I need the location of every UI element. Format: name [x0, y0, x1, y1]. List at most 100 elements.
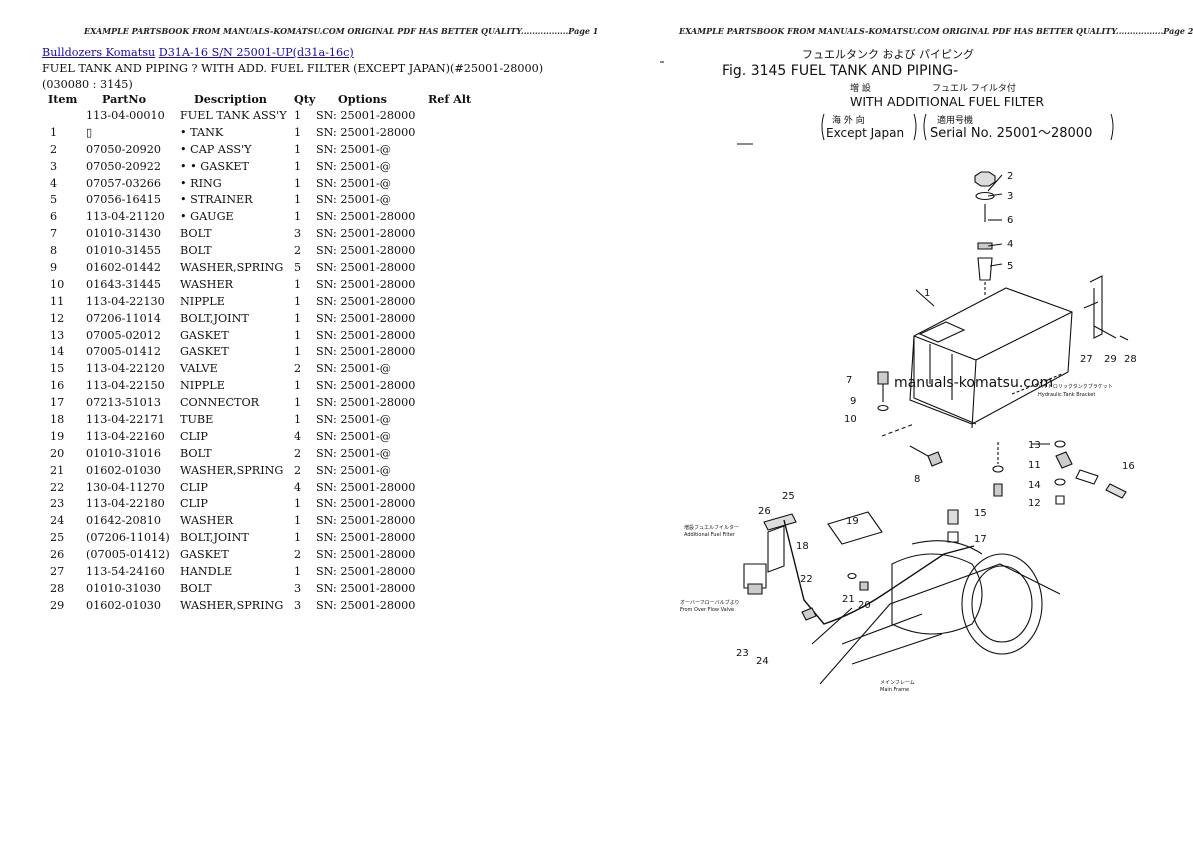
cell-options: SN: 25001-28000	[316, 531, 416, 545]
callout-6: 6	[1007, 215, 1013, 226]
cell-options: SN: 25001-28000	[316, 108, 416, 122]
cell-partno: 113-04-00010	[86, 108, 165, 122]
callout-14: 14	[1028, 480, 1041, 491]
diagram-fig-title: Fig. 3145 FUEL TANK AND PIPING-	[722, 63, 958, 79]
breadcrumb-link-category[interactable]: Bulldozers Komatsu	[42, 46, 156, 59]
label-overflow: From Over Flow Valve	[680, 607, 734, 613]
cell-description: CONNECTOR	[180, 396, 260, 410]
cell-description: NIPPLE	[180, 294, 225, 308]
breadcrumb-link-model[interactable]: D31A-16 S/N 25001-UP(d31a-16c)	[158, 46, 354, 59]
cell-description: HANDLE	[180, 564, 233, 578]
diagram-except: Except Japan	[826, 126, 904, 140]
callout-25: 25	[782, 491, 795, 502]
cell-partno: 01602-01030	[86, 598, 161, 612]
cell-qty: 1	[294, 159, 302, 173]
cell-options: SN: 25001-28000	[316, 125, 416, 139]
callout-2: 2	[1007, 171, 1013, 182]
callout-1: 1	[924, 288, 930, 299]
header-item: Item	[48, 91, 78, 106]
callout-19: 19	[846, 516, 859, 527]
cell-description: • TANK	[180, 125, 224, 139]
cell-partno: 113-04-22120	[86, 362, 165, 376]
callout-20: 20	[858, 600, 871, 611]
cell-item: 9	[50, 260, 58, 274]
page-title: FUEL TANK AND PIPING ? WITH ADD. FUEL FI…	[42, 62, 544, 91]
cell-item: 19	[50, 429, 65, 443]
cell-qty: 1	[294, 396, 302, 410]
cell-partno: 07056-16415	[86, 193, 161, 207]
cell-description: WASHER,SPRING	[180, 463, 284, 477]
cell-options: SN: 25001-@	[316, 362, 391, 376]
cell-item: 16	[50, 379, 65, 393]
callout-4: 4	[1007, 239, 1013, 250]
cell-qty: 1	[294, 412, 302, 426]
callout-28: 28	[1124, 354, 1137, 365]
cell-description: BOLT,JOINT	[180, 531, 249, 545]
cell-description: CLIP	[180, 480, 208, 494]
cell-partno: 113-04-22171	[86, 412, 165, 426]
cell-description: GASKET	[180, 328, 229, 342]
diagram-jp-sub2: フュエル フイルタ付	[932, 83, 1016, 94]
cell-partno: 07005-02012	[86, 328, 161, 342]
diagram-jp-title: フュエルタンク および パイピング	[802, 47, 974, 61]
cell-partno: 07206-11014	[86, 311, 161, 325]
page-1: EXAMPLE PARTSBOOK FROM MANUALS-KOMATSU.C…	[0, 0, 598, 842]
table-header-row: Item PartNo Description Qty Options Ref …	[42, 90, 488, 107]
cell-item: 28	[50, 581, 65, 595]
cell-qty: 2	[294, 463, 302, 477]
watermark: manuals-komatsu.com	[894, 375, 1053, 391]
diagram-jp-sub1: 増 設	[850, 82, 871, 94]
cell-partno: 01010-31016	[86, 446, 161, 460]
cell-qty: 3	[294, 598, 302, 612]
callout-9: 9	[850, 396, 856, 407]
cell-description: • STRAINER	[180, 193, 253, 207]
cell-options: SN: 25001-@	[316, 176, 391, 190]
label-hydraulic-jp: ハイドロリックタンクブラケット	[1038, 383, 1113, 390]
cell-qty: 1	[294, 379, 302, 393]
cell-options: SN: 25001-28000	[316, 480, 416, 494]
callout-8: 8	[914, 474, 920, 485]
cell-partno: (07005-01412)	[86, 548, 170, 562]
cell-options: SN: 25001-28000	[316, 564, 416, 578]
cell-item: 14	[50, 345, 65, 359]
cell-description: • • GASKET	[180, 159, 249, 173]
cell-qty: 3	[294, 581, 302, 595]
cell-item: 27	[50, 564, 65, 578]
cell-description: WASHER,SPRING	[180, 260, 284, 274]
cell-partno: 07050-20922	[86, 159, 161, 173]
cell-description: BOLT,JOINT	[180, 311, 249, 325]
cell-description: BOLT	[180, 446, 212, 460]
label-overflow-jp: オーバーフローバルブより	[680, 599, 740, 606]
cell-partno: 113-04-21120	[86, 210, 165, 224]
cell-options: SN: 25001-28000	[316, 379, 416, 393]
page-header: EXAMPLE PARTSBOOK FROM MANUALS-KOMATSU.C…	[679, 26, 1193, 36]
cell-item: 11	[50, 294, 65, 308]
cell-qty: 1	[294, 531, 302, 545]
cell-qty: 4	[294, 429, 302, 443]
cell-item: 23	[50, 497, 65, 511]
cell-options: SN: 25001-28000	[316, 277, 416, 291]
diagram-sub-title: WITH ADDITIONAL FUEL FILTER	[850, 94, 1044, 109]
cell-partno: 113-04-22180	[86, 497, 165, 511]
cell-item: 4	[50, 176, 58, 190]
cell-item: 22	[50, 480, 65, 494]
label-add-filter: Additional Fuel Filter	[684, 532, 736, 538]
callout-11: 11	[1028, 460, 1041, 471]
cell-qty: 1	[294, 328, 302, 342]
cell-qty: 1	[294, 277, 302, 291]
